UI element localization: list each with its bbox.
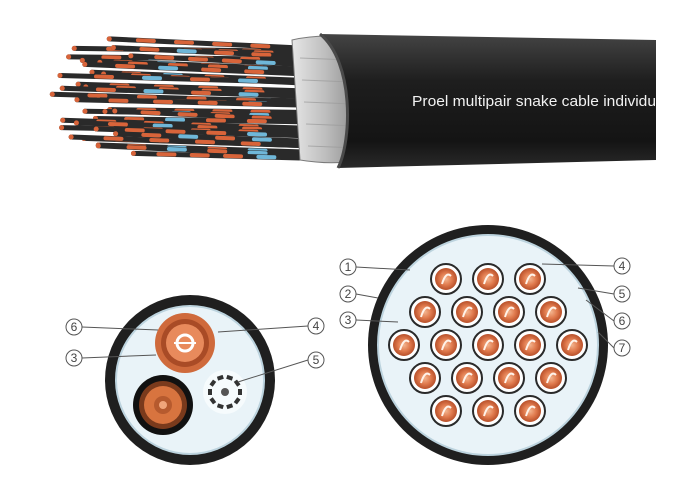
strand [226, 374, 234, 381]
strand [216, 403, 224, 410]
wire-strand [49, 91, 303, 105]
strand [216, 374, 224, 381]
callout-4-large: 4 [541, 257, 631, 275]
strand-cluster [203, 370, 247, 414]
wire-strand [92, 115, 303, 125]
jacket-end [319, 32, 349, 169]
callout-6-small: 6 [65, 318, 159, 336]
callout-7-large: 7 [597, 331, 631, 357]
callout-5-large-number: 5 [619, 287, 626, 301]
strand [209, 397, 217, 405]
cable-pair [514, 395, 546, 427]
callout-6-large: 6 [585, 299, 631, 330]
cable-pair [451, 296, 483, 328]
cable-photo: Proel multipair snake cable individu [49, 32, 656, 169]
cable-pair [388, 329, 420, 361]
cable-pair [451, 362, 483, 394]
callout-4-small: 4 [217, 317, 325, 335]
wire-strand [112, 108, 303, 123]
cable-pair [430, 329, 462, 361]
wire-strand [95, 143, 303, 158]
callout-3-large-number: 3 [345, 313, 352, 327]
callout-2-large-number: 2 [345, 287, 352, 301]
cable-pair [493, 296, 525, 328]
strand [226, 403, 234, 410]
wire-strand [73, 120, 303, 133]
callout-6-large-number: 6 [619, 314, 626, 328]
cable-pair [430, 395, 462, 427]
large-inner-ring [377, 234, 599, 456]
wire-strand [74, 97, 303, 108]
cable-pair [472, 263, 504, 295]
cable-pair [535, 362, 567, 394]
callout-3-small-number: 3 [71, 351, 78, 365]
callout-5-large: 5 [577, 285, 631, 303]
cable-pair [430, 263, 462, 295]
wire-strand [93, 126, 303, 139]
wire-strand [59, 85, 303, 99]
cable-pair [472, 329, 504, 361]
wire-bundle [49, 36, 303, 161]
wire-strand [68, 134, 303, 148]
cable-pair [409, 296, 441, 328]
strand [233, 397, 241, 405]
cable-pair [493, 362, 525, 394]
strand [233, 379, 241, 387]
callout-3-small: 3 [65, 349, 157, 367]
callout-4-small-number: 4 [313, 319, 320, 333]
wire-strand [106, 36, 303, 51]
cable-jacket [320, 34, 656, 168]
cable-pair [556, 329, 588, 361]
strand [208, 389, 212, 395]
shielded-pair-lower [133, 375, 193, 435]
strand [238, 389, 242, 395]
callout-5-small-number: 5 [313, 353, 320, 367]
wire-strand [128, 53, 303, 67]
small-inner-ring [115, 305, 265, 455]
shielded-pair-upper [155, 313, 215, 373]
wire-strand [82, 61, 303, 77]
wire-strand [97, 59, 303, 73]
strand [209, 379, 217, 387]
callout-1-large-number: 1 [345, 260, 352, 274]
wire-strand [113, 131, 303, 144]
callout-2-large: 2 [339, 285, 379, 303]
cable-pair [514, 263, 546, 295]
callout-6-small-number: 6 [71, 320, 78, 334]
callout-7-large-number: 7 [619, 341, 626, 355]
callout-1-large: 1 [339, 258, 411, 276]
cable-pair [535, 296, 567, 328]
wire-strand [130, 150, 303, 161]
cable-label: Proel multipair snake cable individu [412, 93, 656, 110]
small-cross-section: 6 3 4 5 [65, 295, 325, 465]
large-cross-section: 1 2 3 4 5 6 7 [339, 225, 631, 465]
callout-4-large-number: 4 [619, 259, 626, 273]
wire-strand [57, 73, 303, 85]
cable-pair [409, 362, 441, 394]
cable-pair [514, 329, 546, 361]
cable-pair [472, 395, 504, 427]
callout-5-small: 5 [237, 351, 325, 383]
callout-3-large: 3 [339, 311, 399, 329]
pair-grid [388, 263, 588, 427]
wire-strand [110, 45, 303, 59]
